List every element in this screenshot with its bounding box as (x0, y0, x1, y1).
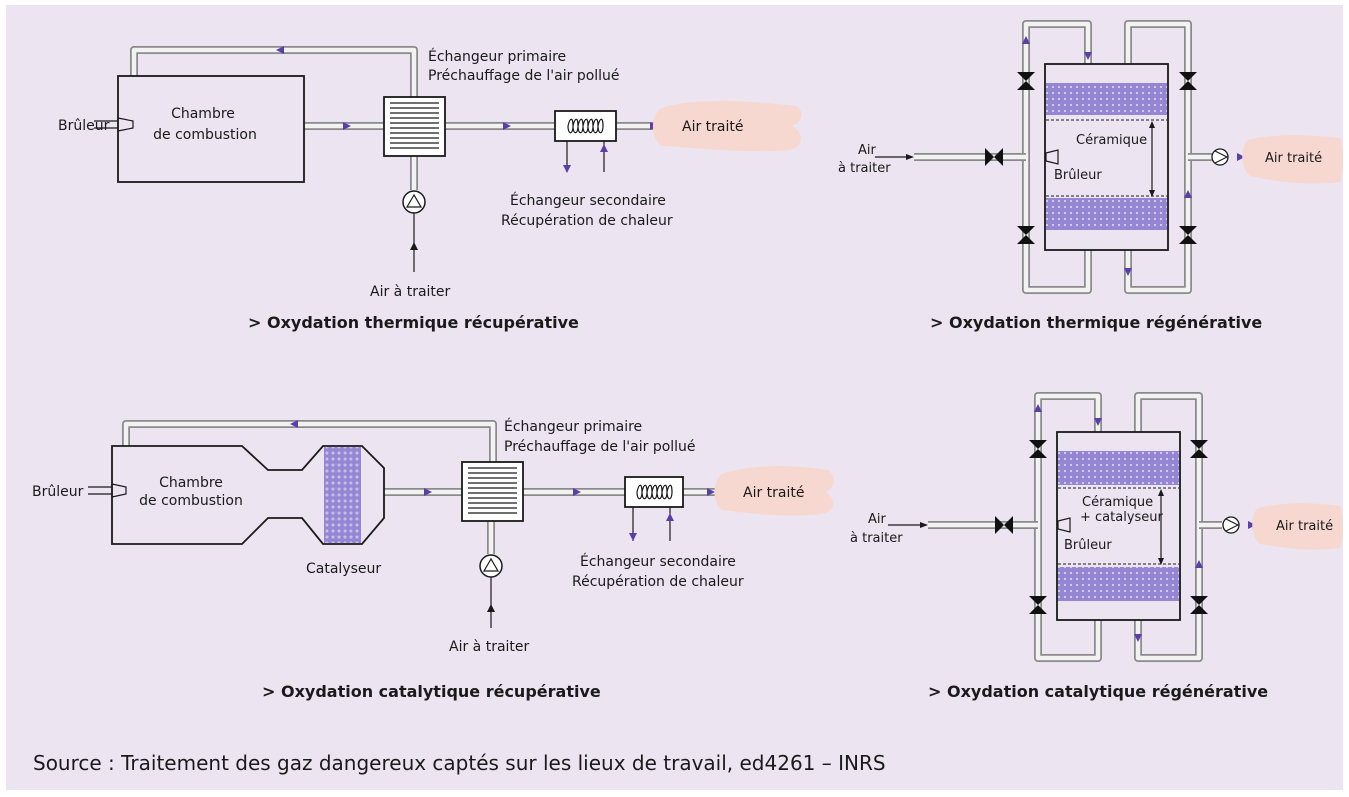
valve-icon (1017, 226, 1035, 244)
chamber-label-line2: de combustion (139, 493, 243, 509)
secondary-exchanger-label-line1: Échangeur secondaire (580, 553, 736, 570)
diagram2-caption: > Oxydation thermique régénérative (930, 313, 1262, 332)
outlet-label: Air traité (743, 485, 805, 501)
burner-icon (1057, 517, 1071, 533)
chamber-label-line1: Chambre (171, 106, 235, 122)
diagram4-caption: > Oxydation catalytique régénérative (928, 682, 1268, 701)
treated-air-cloud (1242, 135, 1343, 184)
inlet-label-line2: à traiter (838, 161, 891, 176)
diagram3-caption: > Oxydation catalytique récupérative (262, 682, 601, 701)
valve-icon (1029, 440, 1047, 458)
diagram-regen-thermal: Céramique Brûleur Air à traiter Air trai… (838, 20, 1343, 332)
valve-icon (1017, 72, 1035, 90)
secondary-exchanger-icon (624, 476, 684, 508)
primary-exchanger-icon (383, 96, 446, 157)
burner-icon (88, 483, 127, 498)
media-label-line2: + catalyseur (1080, 510, 1164, 525)
secondary-exchanger-icon (554, 110, 617, 142)
burner-label: Brûleur (1064, 538, 1112, 553)
combustion-chamber (111, 445, 385, 545)
primary-exchanger-label-line1: Échangeur primaire (428, 48, 566, 65)
secondary-exchanger-label-line2: Récupération de chaleur (572, 574, 744, 590)
burner-label: Brûleur (32, 484, 84, 500)
diagram-recup-catalytic: Chambre de combustion Catalyseur Brûleur… (32, 418, 834, 701)
inlet-label: Air à traiter (449, 639, 530, 655)
ceramic-bed-bottom (1046, 198, 1167, 230)
treated-air-cloud (714, 466, 834, 516)
primary-exchanger-label-line1: Échangeur primaire (504, 418, 642, 435)
burner-label: Brûleur (1054, 168, 1102, 183)
catalyst-bed-top (1058, 451, 1179, 485)
fan-icon (1211, 148, 1229, 166)
diagram1-caption: > Oxydation thermique récupérative (248, 313, 579, 332)
catalyst-label: Catalyseur (306, 561, 381, 577)
primary-exchanger-label-line2: Préchauffage de l'air pollué (504, 439, 696, 455)
catalyst-bed-bottom (1058, 567, 1179, 601)
inlet-label: Air à traiter (370, 284, 451, 300)
valve-icon (1179, 226, 1197, 244)
fan-icon (479, 554, 503, 578)
source-credit: Source : Traitement des gaz dangereux ca… (33, 751, 886, 775)
secondary-exchanger-label-line2: Récupération de chaleur (501, 213, 673, 229)
inlet-label-line2: à traiter (850, 531, 903, 546)
valve-icon (1190, 440, 1208, 458)
primary-exchanger-label-line2: Préchauffage de l'air pollué (428, 68, 620, 84)
fan-icon (402, 190, 426, 214)
burner-icon (1045, 149, 1059, 165)
catalyst-bed (324, 447, 361, 543)
valve-icon (1190, 596, 1208, 614)
inlet-arrow-icon (487, 604, 495, 612)
fan-icon (1222, 516, 1240, 534)
burner-icon (94, 117, 134, 132)
valve-icon (995, 516, 1013, 534)
inlet-label-line1: Air (858, 143, 877, 158)
outlet-label: Air traité (1276, 519, 1333, 534)
chamber-label-line2: de combustion (153, 127, 257, 143)
ceramic-bed-top (1046, 83, 1167, 115)
diagram-regen-catalytic: Céramique + catalyseur Brûleur Air à tra… (850, 392, 1343, 701)
treated-air-cloud (1252, 503, 1343, 550)
outlet-label: Air traité (1265, 151, 1322, 166)
treated-air-cloud (653, 100, 802, 152)
outlet-label: Air traité (682, 119, 744, 135)
primary-exchanger-icon (461, 461, 524, 522)
valve-icon (985, 148, 1003, 166)
ceramic-label: Céramique (1076, 133, 1147, 148)
valve-icon (1029, 596, 1047, 614)
inlet-arrow-icon (410, 242, 418, 250)
secondary-exchanger-label-line1: Échangeur secondaire (510, 192, 666, 209)
burner-label: Brûleur (58, 118, 110, 134)
chamber-label-line1: Chambre (159, 475, 223, 491)
diagram-recup-thermal: Chambre de combustion Brûleur Échangeur … (58, 46, 802, 332)
inlet-label-line1: Air (868, 512, 887, 527)
media-label-line1: Céramique (1082, 495, 1153, 510)
valve-icon (1179, 72, 1197, 90)
